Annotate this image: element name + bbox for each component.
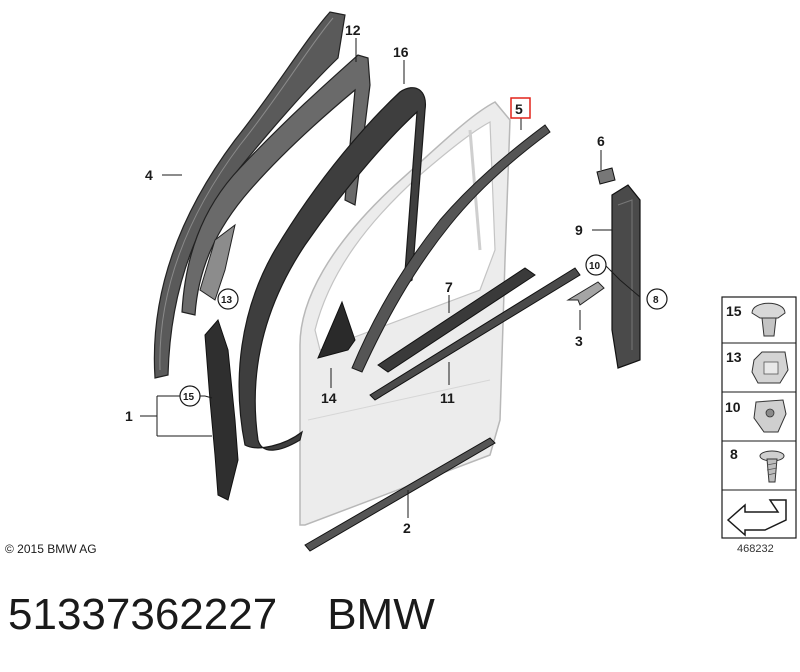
callout-2: 2: [403, 520, 411, 536]
mirror-triangle-part-14: [317, 300, 356, 359]
legend-num-8: 8: [730, 446, 738, 462]
expanding-nut-icon: [751, 351, 789, 384]
copyright-notice: © 2015 BMW AG: [5, 542, 97, 556]
leader-lines: [140, 38, 641, 518]
bracket-part-3: [566, 281, 605, 306]
circled-callout-8: 8: [653, 295, 659, 306]
fastener-legend: 15 13 10 8: [721, 296, 797, 539]
legend-num-15: 15: [726, 303, 742, 319]
callout-5: 5: [515, 101, 523, 117]
door-panel: [299, 101, 511, 526]
callout-6: 6: [597, 133, 605, 149]
screw-icon: [759, 450, 785, 483]
push-clip-icon: [751, 302, 786, 337]
sill-seal-part-2: [304, 437, 496, 552]
window-seal-part-5: [351, 124, 551, 373]
callout-12: 12: [345, 22, 361, 38]
legend-num-13: 13: [726, 349, 742, 365]
arrow-icon: [726, 499, 787, 537]
diagram-number: 468232: [737, 543, 774, 555]
callout-labels: 4 12 16 5 6 9 3 7 11 14 2 1 13 15 10 8: [125, 22, 668, 536]
circled-callout-13: 13: [221, 295, 233, 306]
belt-weatherstrip-part-7: [377, 267, 536, 373]
part-number: 51337362227: [8, 590, 278, 639]
callout-11: 11: [440, 390, 455, 406]
callout-7: 7: [445, 279, 453, 295]
callout-16: 16: [393, 44, 409, 60]
circled-callout-10: 10: [589, 261, 601, 272]
part-brand: BMW: [327, 590, 435, 639]
callout-3: 3: [575, 333, 583, 349]
clip-nut-icon: [753, 399, 787, 433]
callout-4: 4: [145, 167, 153, 183]
callout-1: 1: [125, 408, 133, 424]
cover-trim-part-9: [611, 184, 641, 369]
part-caption: 51337362227 BMW: [8, 585, 435, 645]
bracket-part-6: [596, 167, 616, 185]
callout-14: 14: [321, 390, 337, 406]
callout-9: 9: [575, 222, 583, 238]
legend-num-10: 10: [725, 399, 741, 415]
highlight-box-5: [510, 97, 531, 119]
belt-weatherstrip-part-11: [369, 267, 581, 401]
door-seal-part-16: [238, 87, 427, 451]
inner-trim-bracket: [199, 223, 236, 301]
circled-callout-15: 15: [183, 392, 195, 403]
pillar-trim-part-1: [204, 319, 239, 501]
